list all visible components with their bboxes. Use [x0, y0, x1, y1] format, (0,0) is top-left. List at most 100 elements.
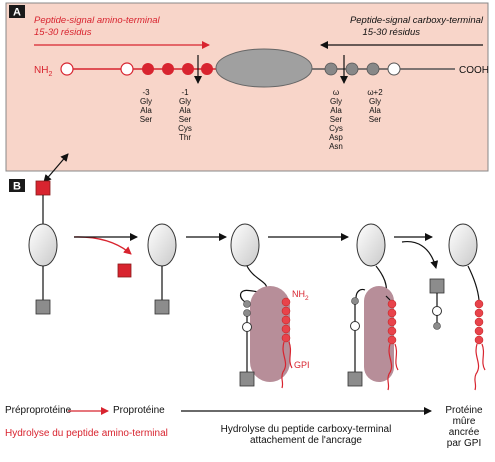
c-hydrolysis-line1: Hydrolyse du peptide carboxy-terminal — [220, 424, 392, 435]
transamidase-membrane — [250, 286, 290, 382]
stage-proprotein — [147, 223, 177, 315]
gpi-sugar — [387, 326, 397, 336]
gpi-sugar — [281, 306, 291, 316]
pos-minus3-label: -3 — [142, 88, 150, 97]
gpi-lipid-tail — [474, 343, 480, 391]
gpi-sugar — [387, 335, 397, 345]
residue-minus3 — [142, 63, 154, 75]
gpi-sugar — [387, 308, 397, 318]
gpi-lipid-tail — [387, 343, 393, 391]
gpi-lipid-tail — [288, 341, 293, 369]
mature-line1: Protéine — [445, 405, 483, 416]
pos-minus1-res: Gly — [179, 97, 191, 106]
pos-minus1-label: -1 — [181, 88, 189, 97]
gpi-sugar — [474, 317, 484, 327]
residue-white — [387, 62, 401, 76]
gpi-sugar — [387, 299, 397, 309]
stage-mature-gpi-protein — [429, 223, 486, 391]
nh2-label: NH2 — [292, 289, 309, 302]
pos-omega2-res: Ser — [369, 115, 382, 124]
residue-red — [162, 63, 174, 75]
gpi-sugar — [474, 326, 484, 336]
pos-omega-label: ω — [333, 88, 339, 97]
gpi-sugar — [474, 299, 484, 309]
n-terminal-residue — [60, 62, 74, 76]
gpi-sugar — [281, 333, 291, 343]
protein-domain — [356, 223, 386, 267]
stage-gpi-attachment — [347, 223, 399, 391]
c-signal-subtitle: 15-30 résidus — [362, 27, 420, 38]
transamidase-membrane — [364, 286, 394, 382]
c-signal-peptide — [347, 371, 363, 387]
pos-omega-res: Cys — [329, 124, 343, 133]
zoom-link-arrow — [43, 153, 69, 183]
residue-minus1 — [201, 63, 213, 75]
protein-domain — [230, 223, 260, 267]
c-signal-peptide — [239, 371, 255, 387]
residue-gray — [324, 62, 338, 76]
pos-omega-res: Ala — [330, 106, 342, 115]
residue-white — [242, 322, 252, 332]
mature-line3: ancrée — [448, 427, 480, 438]
residue-gray — [243, 300, 251, 308]
pos-omega-res: Asp — [329, 133, 343, 142]
pos-minus3-res: Gly — [140, 97, 152, 106]
c-signal-title: Peptide-signal carboxy-terminal — [350, 15, 484, 26]
protein-domain — [448, 223, 478, 267]
panel-a-letter: A — [13, 7, 21, 19]
residue-red — [182, 63, 194, 75]
residue-white — [120, 62, 134, 76]
panel-a: A Peptide-signal amino-terminal 15-30 ré… — [5, 2, 489, 172]
gpi-sugar — [387, 317, 397, 327]
n-signal-subtitle: 15-30 résidus — [34, 27, 92, 38]
residue-gray — [433, 322, 441, 330]
stage-preproprotein — [28, 180, 58, 315]
pos-omega-res: Asn — [329, 142, 343, 151]
c-signal-peptide — [154, 299, 170, 315]
panel-a-background — [5, 2, 489, 172]
stage-transamidase-complex: NH2 GPI — [230, 223, 310, 389]
nh2-label: NH2 — [34, 65, 52, 78]
pos-omega2-res: Ala — [369, 106, 381, 115]
gpi-sugar — [474, 335, 484, 345]
c-signal-peptide — [35, 299, 51, 315]
chain-loop — [239, 265, 268, 304]
pos-minus3-res: Ser — [140, 115, 153, 124]
panel-b: B — [9, 153, 486, 415]
pos-minus1-res: Thr — [179, 133, 191, 142]
pos-minus3-res: Ala — [140, 106, 152, 115]
c-hydrolysis-caption: Hydrolyse du peptide carboxy-terminal at… — [206, 424, 406, 446]
gpi-sugar — [281, 315, 291, 325]
n-signal-title: Peptide-signal amino-terminal — [34, 15, 161, 26]
gpi-lipid-tail — [394, 343, 399, 371]
pos-omega-res: Gly — [330, 97, 342, 106]
gpi-lipid-tail — [481, 343, 486, 371]
mature-line2: mûre — [452, 416, 476, 427]
proprotein-label: Proprotéine — [113, 405, 165, 416]
residue-gray — [351, 297, 359, 305]
residue-omega — [345, 62, 359, 76]
gpi-label: GPI — [294, 360, 310, 370]
c-hydrolysis-line2: attachement de l'ancrage — [250, 435, 362, 446]
cleavage-arrow-red — [73, 236, 132, 255]
residue-gray — [243, 309, 251, 317]
pos-minus1-res: Ser — [179, 115, 192, 124]
protein-domain — [147, 223, 177, 267]
gpi-sugar — [281, 297, 291, 307]
panel-b-letter: B — [13, 181, 21, 193]
panel-a-badge — [9, 5, 25, 18]
gpi-sugar — [474, 308, 484, 318]
gpi-sugar — [281, 324, 291, 334]
pos-minus1-res: Ala — [179, 106, 191, 115]
gpi-lipid-tail — [281, 341, 287, 389]
chain-line — [467, 265, 480, 301]
chain-line — [385, 295, 391, 301]
protein-domain — [28, 223, 58, 267]
pos-minus1-res: Cys — [178, 124, 192, 133]
pos-omega-res: Ser — [330, 115, 343, 124]
panel-b-badge — [9, 179, 25, 192]
residue-white — [432, 306, 442, 316]
n-hydrolysis-label: Hydrolyse du peptide amino-terminal — [5, 428, 168, 439]
mature-protein-caption: Protéine mûre ancrée par GPI — [436, 405, 492, 449]
